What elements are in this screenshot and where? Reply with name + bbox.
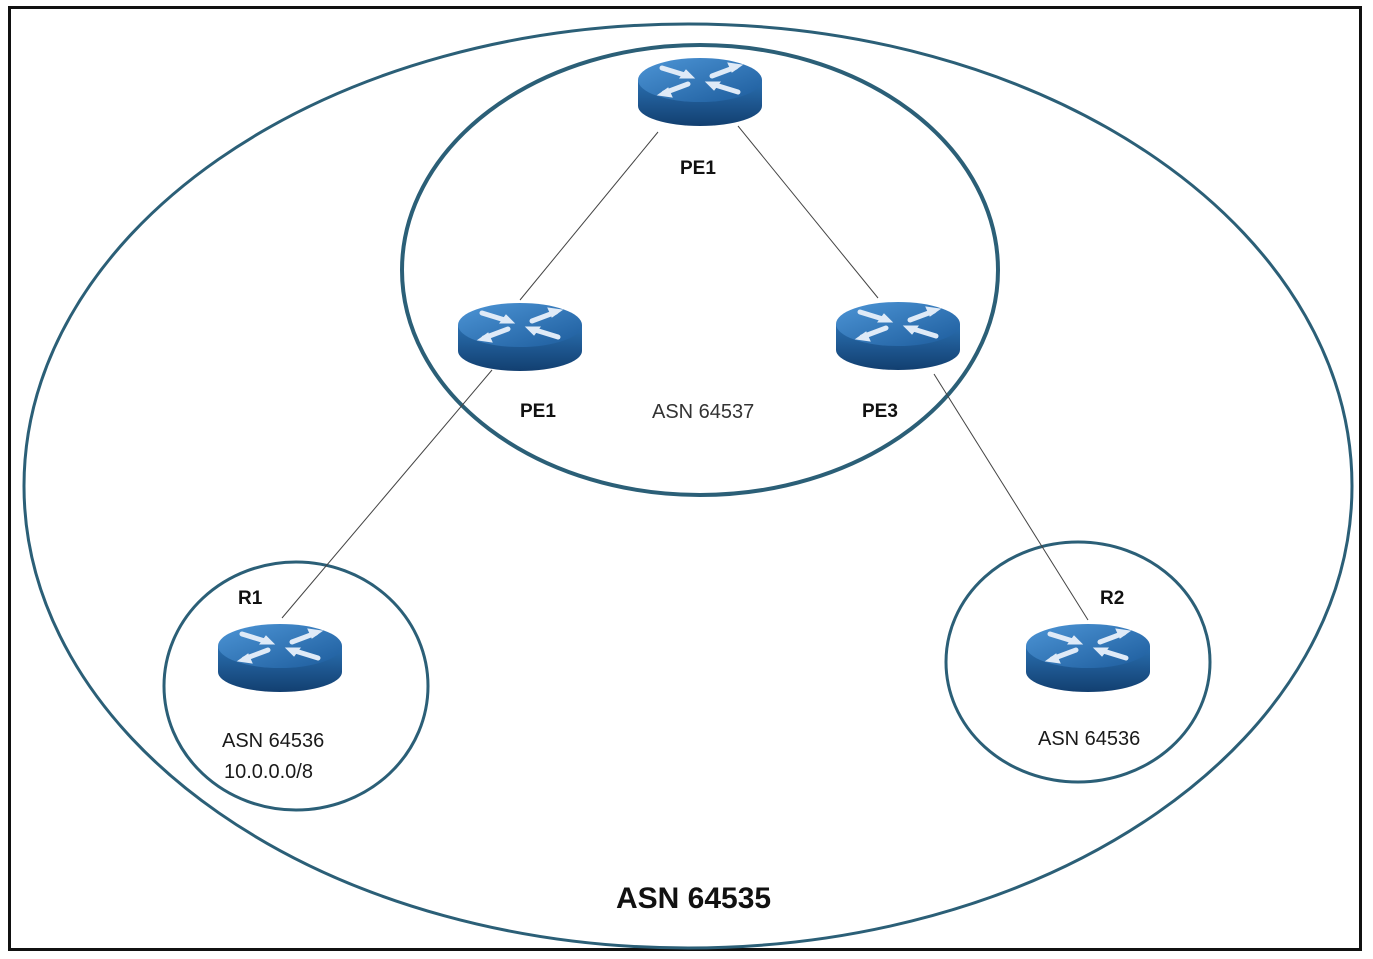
router-pe-top-icon [638, 58, 762, 126]
link-pe-top-pe-left [519, 131, 659, 301]
pe-left-label: PE1 [520, 401, 556, 422]
outer-zone-ellipse [22, 22, 1354, 950]
link-pe-right-r2 [933, 373, 1089, 621]
router-pe-left-icon [458, 303, 582, 371]
r1-zone-circle [162, 560, 430, 812]
diagram-frame [8, 6, 1362, 951]
outer-zone-asn: ASN 64535 [616, 882, 772, 915]
r1-asn: ASN 64536 [222, 730, 325, 752]
r2-asn: ASN 64536 [1038, 728, 1141, 750]
router-r2-icon [1026, 624, 1150, 692]
r2-label: R2 [1100, 588, 1125, 609]
pe-top-label: PE1 [680, 158, 716, 179]
link-pe-left-r1 [281, 369, 493, 619]
router-pe-right-icon [836, 302, 960, 370]
core-zone-asn: ASN 64537 [652, 401, 755, 423]
link-pe-top-pe-right [737, 125, 879, 299]
r2-zone-circle [944, 540, 1212, 784]
router-r1-icon [218, 624, 342, 692]
pe-right-label: PE3 [862, 401, 898, 422]
core-zone-ellipse [400, 43, 1000, 497]
r1-prefix: 10.0.0.0/8 [224, 761, 313, 783]
r1-label: R1 [238, 588, 263, 609]
